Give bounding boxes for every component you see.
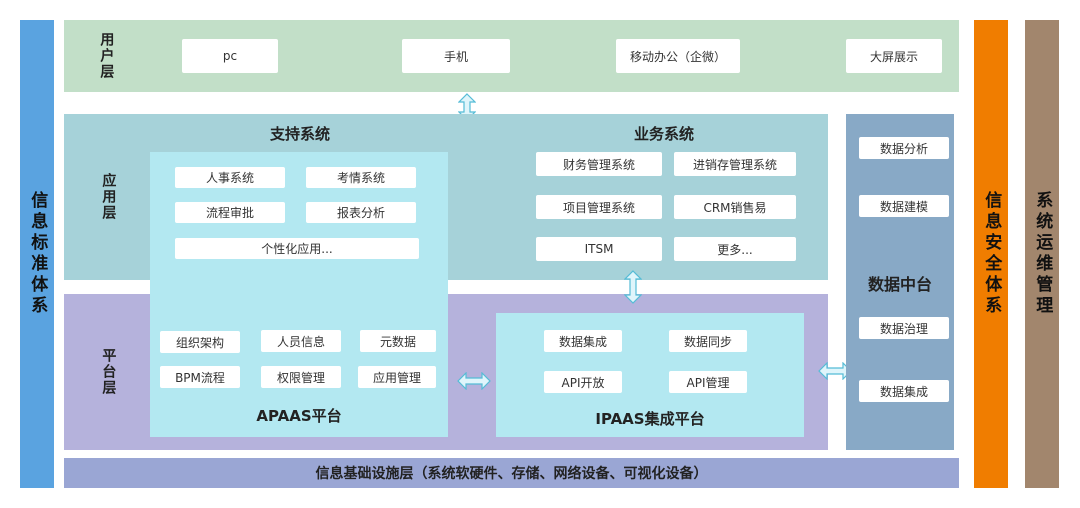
support-item-attendance: 考情系统 [306,167,416,188]
infra-layer: 信息基础设施层（系统软硬件、存储、网络设备、可视化设备） [64,458,959,488]
data-center: 数据分析 数据建模 数据中台 数据治理 数据集成 [846,114,954,450]
dc-item-analysis: 数据分析 [859,137,949,159]
app-layer-label: 应用层 [100,173,117,221]
ops-management-bar: 系统运维管理 [1025,20,1059,488]
info-standard-label: 信息标准体系 [27,191,48,317]
user-layer-label: 用户层 [98,32,115,80]
apaas-item-bpm: BPM流程 [160,366,240,388]
dc-item-modeling: 数据建模 [859,195,949,217]
ipaas-panel: 数据集成 数据同步 API开放 API管理 IPAAS集成平台 [496,313,804,437]
ipaas-item-api-open: API开放 [544,371,622,393]
platform-layer-label: 平台层 [100,348,117,396]
biz-item-finance: 财务管理系统 [536,152,662,176]
apaas-item-metadata: 元数据 [360,330,436,352]
user-item-mobile: 手机 [402,39,510,73]
dc-title: 数据中台 [867,275,932,294]
business-system-title: 业务系统 [633,124,694,143]
user-item-pc: pc [182,39,278,73]
user-layer: 用户层 pc 手机 移动办公（企微） 大屏展示 [64,20,959,92]
info-standard-bar: 信息标准体系 [20,20,54,488]
ipaas-item-data-sync: 数据同步 [669,330,747,352]
user-item-big-screen: 大屏展示 [846,39,942,73]
biz-item-inventory: 进销存管理系统 [674,152,796,176]
arrow-apaas-ipaas-icon [457,372,491,390]
apaas-item-org: 组织架构 [160,331,240,353]
apaas-item-people: 人员信息 [261,330,341,352]
biz-item-crm: CRM销售易 [674,195,796,219]
ops-management-label: 系统运维管理 [1032,191,1053,317]
support-item-hr: 人事系统 [175,167,285,188]
ipaas-item-api-mgmt: API管理 [669,371,747,393]
dc-item-governance: 数据治理 [859,317,949,339]
info-security-bar: 信息安全体系 [974,20,1008,488]
ipaas-title: IPAAS集成平台 [595,409,705,428]
biz-item-project: 项目管理系统 [536,195,662,219]
dc-item-integration: 数据集成 [859,380,949,402]
support-item-report: 报表分析 [306,202,416,223]
arrow-business-ipaas-icon [624,270,642,304]
support-system-title: 支持系统 [269,124,330,143]
biz-item-itsm: ITSM [536,237,662,261]
apaas-item-app-mgmt: 应用管理 [358,366,436,388]
apaas-title: APAAS平台 [256,406,342,425]
apaas-item-permission: 权限管理 [261,366,341,388]
biz-item-more: 更多... [674,237,796,261]
support-item-custom-app: 个性化应用... [175,238,419,259]
info-security-label: 信息安全体系 [981,191,1002,317]
user-item-mobile-office: 移动办公（企微） [616,39,740,73]
support-apaas-panel: 人事系统 考情系统 流程审批 报表分析 个性化应用... 组织架构 人员信息 元… [150,152,448,437]
support-item-approval: 流程审批 [175,202,285,223]
ipaas-item-data-integration: 数据集成 [544,330,622,352]
